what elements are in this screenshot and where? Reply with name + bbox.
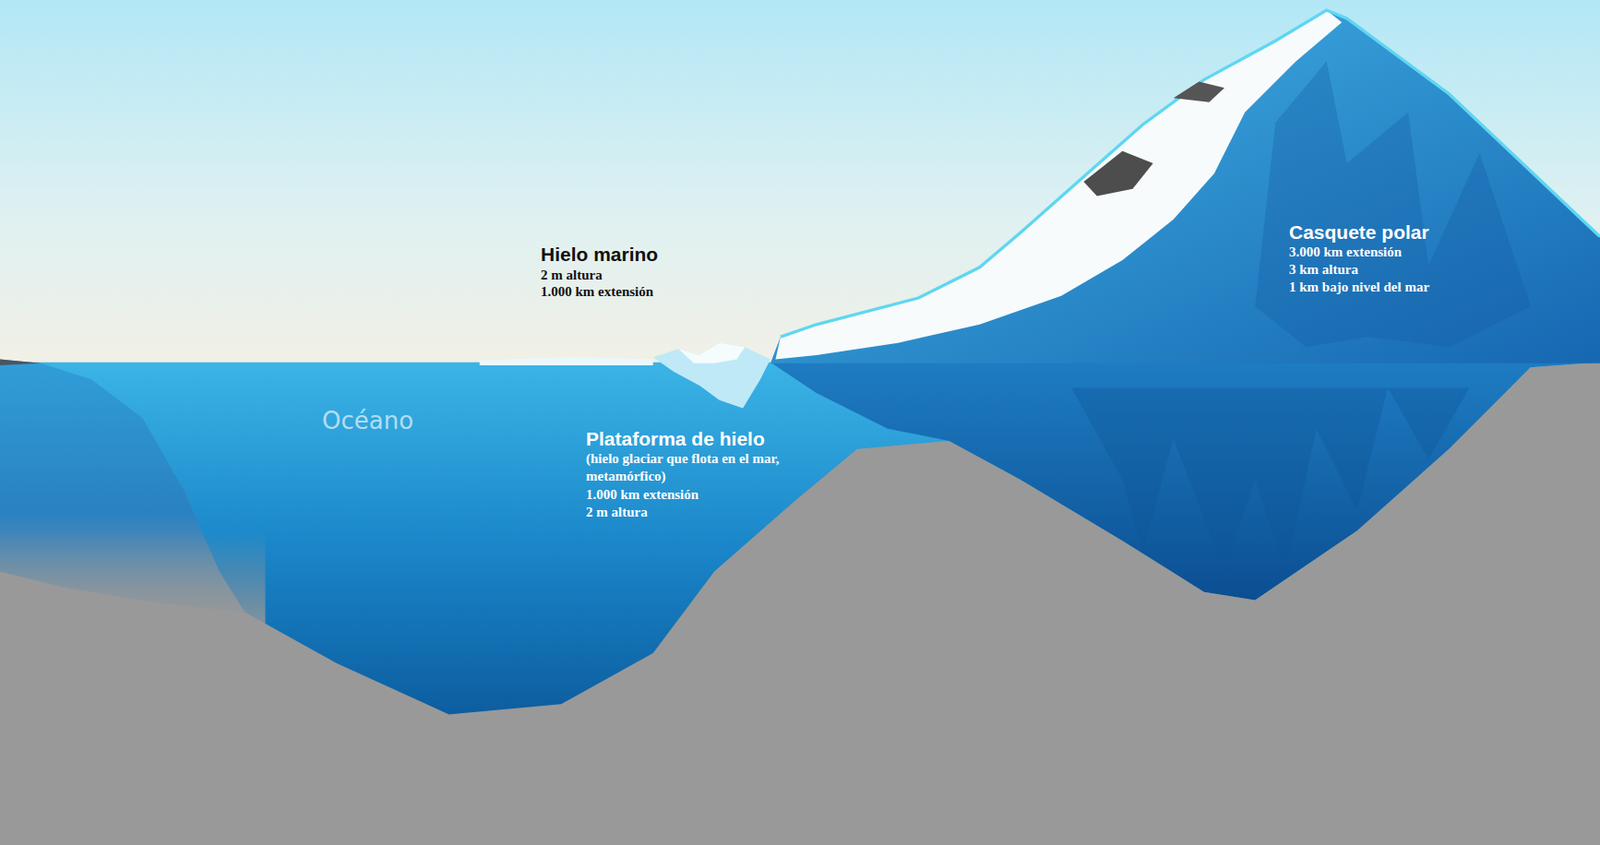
dimension: 2 m altura <box>540 266 818 285</box>
dimension: 2 m altura <box>585 503 863 522</box>
ice-cap-outline <box>780 10 1600 337</box>
ice-cap-shading <box>1254 60 1531 347</box>
part-title: Plataforma de hielo <box>585 428 882 451</box>
dimension: 1.000 km extensión <box>540 283 818 301</box>
part-note: (hielo glaciar que flota en el mar, meta… <box>585 450 808 486</box>
dimension: 3 km altura <box>1289 261 1585 279</box>
rock <box>1083 151 1153 197</box>
seabed <box>0 362 1600 845</box>
sea-ice <box>479 357 654 366</box>
part-title: Casquete polar <box>1289 221 1585 244</box>
dimension: 3.000 km extensión <box>1289 243 1585 262</box>
ice-cap <box>770 10 1600 364</box>
ice-shelf-top <box>678 343 745 364</box>
part-title: Hielo marino <box>540 243 818 266</box>
rock <box>1173 82 1225 103</box>
snow-cover <box>775 10 1342 359</box>
region-name: Océano <box>322 406 507 435</box>
sky <box>0 0 1600 364</box>
ice-shelf-chunks <box>653 343 771 409</box>
left-ice-edge <box>0 358 41 366</box>
dimension: 1.000 km extensión <box>585 486 863 504</box>
seabed-fade <box>0 530 266 644</box>
dimension: 1 km bajo nivel del mar <box>1289 278 1585 297</box>
